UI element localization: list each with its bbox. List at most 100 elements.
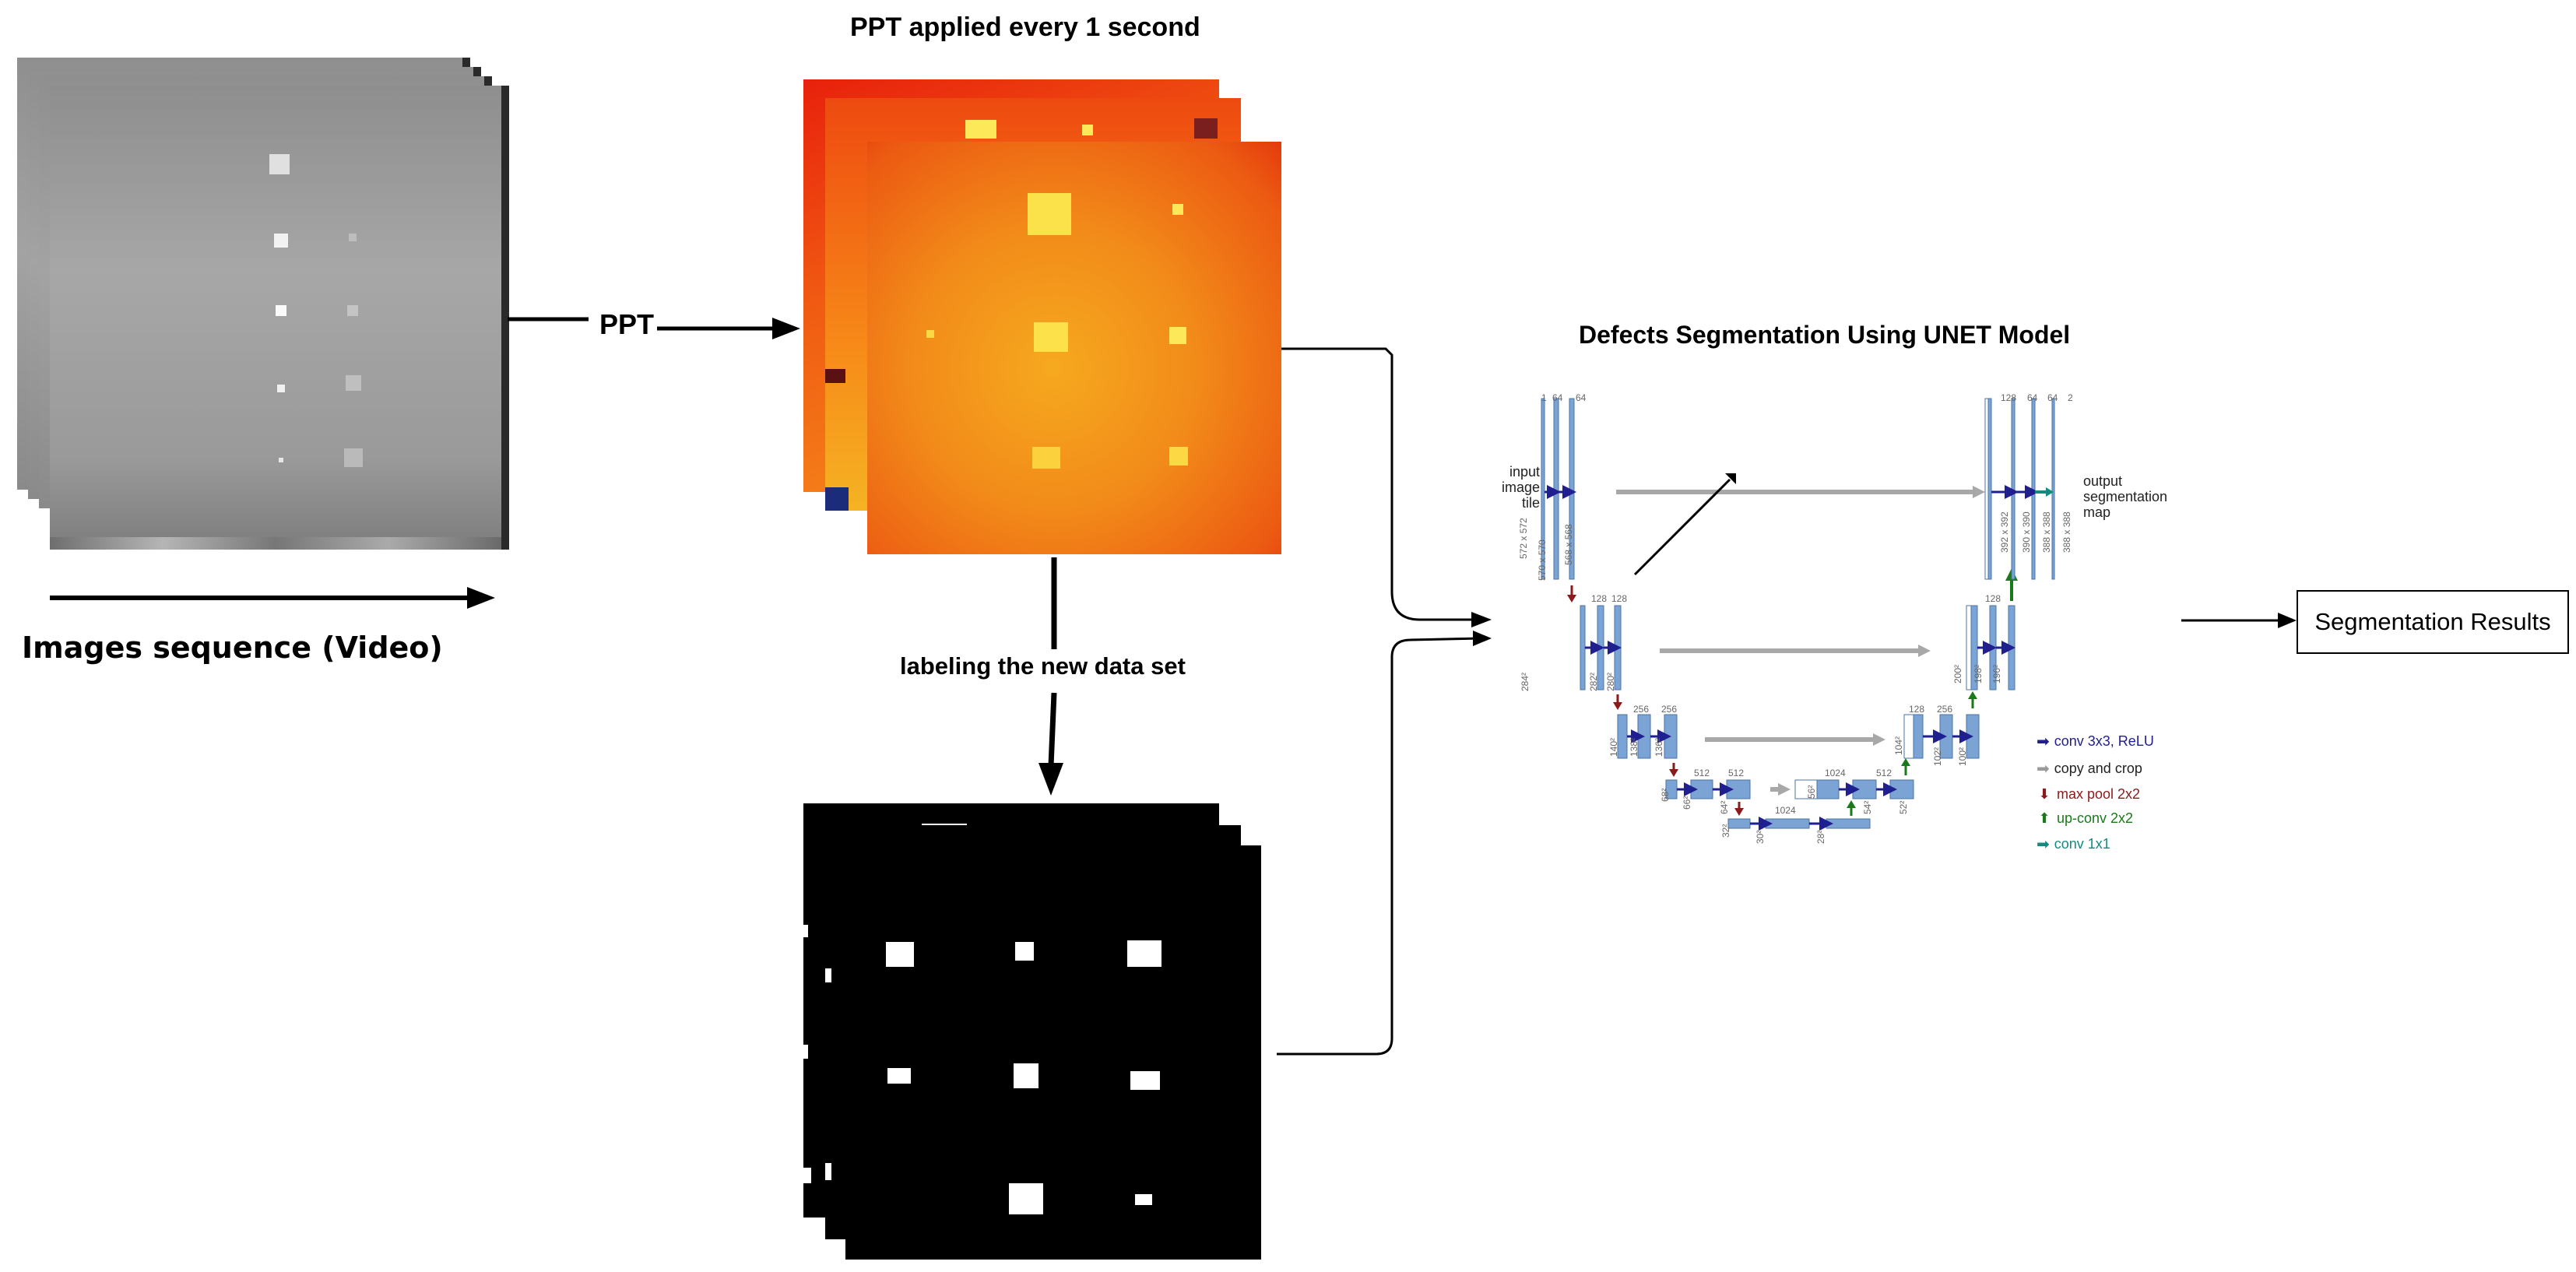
mask-defect — [1009, 1183, 1043, 1214]
hot-spot — [346, 375, 361, 391]
maxpool-arrow-icon: ⬇ — [2038, 786, 2051, 802]
video-frame — [50, 86, 509, 550]
hot-spot — [1028, 193, 1071, 235]
mask-defect — [803, 1045, 808, 1059]
unet-channel-label: 1024 — [1825, 768, 1846, 778]
labeling-label: labeling the new data set — [900, 652, 1186, 680]
hot-spot — [965, 120, 996, 139]
ppt-frame — [867, 142, 1281, 554]
legend-label: conv 3x3, ReLU — [2054, 733, 2154, 749]
unet-title: Defects Segmentation Using UNET Model — [1579, 321, 2071, 349]
mask-defect — [1015, 942, 1034, 961]
mask-defect — [1127, 940, 1161, 967]
unet-size-label: 198² — [1973, 664, 1984, 683]
hot-spot — [274, 234, 288, 248]
hot-spot — [1032, 447, 1060, 469]
unet-channel-label: 256 — [1661, 704, 1678, 715]
legend-label: up-conv 2x2 — [2057, 810, 2134, 826]
unet-channel-label: 64 — [1576, 392, 1587, 403]
hot-spot — [1194, 118, 1218, 139]
ppt-arrow-label: PPT — [596, 308, 658, 341]
unet-size-label: 196² — [1991, 664, 2002, 683]
unet-size-label: 280² — [1605, 672, 1616, 691]
legend-label: max pool 2x2 — [2057, 786, 2141, 802]
legend-label: copy and crop — [2054, 761, 2142, 776]
hot-spot — [347, 305, 358, 316]
unet-size-label: 392 x 392 — [1999, 511, 2010, 553]
hot-spot — [279, 458, 283, 462]
unet-size-label: 284² — [1520, 672, 1530, 691]
connector-lines — [1277, 347, 1492, 1056]
unet-size-label: 138² — [1629, 737, 1639, 757]
unet-channel-label: 64 — [1552, 392, 1563, 403]
legend-label: conv 1x1 — [2054, 836, 2110, 852]
mask-defect — [825, 1163, 831, 1180]
unet-output-label: output segmentation map — [2083, 473, 2168, 520]
unet-size-label: 102² — [1932, 747, 1943, 766]
time-arrow — [50, 587, 495, 609]
unet-size-label: 64² — [1719, 800, 1730, 814]
unet-size-label: 388 x 388 — [2061, 511, 2072, 553]
unet-channel-label: 512 — [1876, 768, 1892, 778]
mask-defect — [803, 1168, 811, 1183]
hot-spot — [344, 448, 363, 467]
unet-channel-label: 256 — [1633, 704, 1650, 715]
hot-spot — [926, 330, 934, 338]
unet-size-label: 568 x 568 — [1563, 524, 1574, 565]
mask-defect — [886, 942, 914, 967]
conv1x1-arrow-icon: ➡ — [2037, 836, 2050, 853]
hot-spot — [1169, 447, 1188, 466]
unet-size-label: 388 x 388 — [2041, 511, 2052, 553]
unet-channel-label: 128 — [2001, 392, 2017, 403]
unet-channel-label: 64 — [2047, 392, 2058, 403]
unet-size-label: 54² — [1862, 800, 1873, 814]
unet-size-label: 136² — [1653, 737, 1664, 757]
unet-channel-label: 2 — [2068, 392, 2073, 403]
unet-size-label: 104² — [1893, 736, 1904, 755]
mask-defect — [887, 1068, 911, 1084]
hot-spot — [269, 154, 290, 174]
hot-spot — [349, 234, 357, 241]
ppt-arrow — [508, 317, 800, 339]
unet-size-label: 68² — [1660, 788, 1671, 802]
unet-channel-label: 512 — [1694, 768, 1710, 778]
mask-defect — [1135, 1194, 1152, 1205]
unet-size-label: 570 x 570 — [1537, 539, 1548, 581]
copy-arrow-icon: ➡ — [2037, 761, 2050, 778]
unet-channel-label: 512 — [1728, 768, 1745, 778]
unet-channel-label: 128 — [1611, 593, 1628, 604]
hot-spot — [1034, 322, 1068, 352]
unet-size-label: 390 x 390 — [2021, 511, 2032, 553]
unet-size-label: 52² — [1898, 800, 1909, 814]
legend-item: ➡ conv 1x1 — [2037, 835, 2154, 854]
unet-size-label: 66² — [1682, 796, 1692, 810]
legend-item: ⬇ max pool 2x2 — [2037, 786, 2154, 803]
unet-channel-label: 64 — [2027, 392, 2038, 403]
legend-item: ➡ conv 3x3, ReLU — [2037, 732, 2154, 751]
legend-item: ➡ copy and crop — [2037, 759, 2154, 778]
unet-channel-label: 1024 — [1775, 805, 1796, 816]
frame-bottom-strip — [50, 537, 501, 550]
unet-size-label: 100² — [1957, 747, 1968, 766]
labeling-arrow — [1038, 557, 1063, 796]
unet-size-label: 32² — [1720, 824, 1731, 838]
mask-defect — [1014, 1063, 1038, 1088]
unet-channel-label: 128 — [1909, 704, 1925, 715]
legend-item: ⬆ up-conv 2x2 — [2037, 810, 2154, 827]
unet-size-label: 572 x 572 — [1518, 518, 1529, 559]
unet-size-label: 28² — [1815, 830, 1826, 844]
unet-channel-label: 128 — [1591, 593, 1608, 604]
mask-frame — [803, 845, 1261, 1260]
unet-channel-label: 256 — [1937, 704, 1953, 715]
hot-spot — [1169, 327, 1186, 344]
upconv-arrow-icon: ⬆ — [2038, 810, 2051, 826]
unet-size-label: 30² — [1755, 830, 1766, 844]
hot-spot — [1172, 204, 1183, 215]
unet-channel-label: 1 — [1541, 392, 1547, 403]
unet-legend: ➡ conv 3x3, ReLU ➡ copy and crop ⬇ max p… — [2037, 732, 2154, 854]
mask-defect — [1130, 1071, 1160, 1090]
unet-channel-label: 128 — [1985, 593, 2001, 604]
unet-diagram — [1541, 398, 2055, 831]
mask-defect — [825, 968, 831, 982]
conv-arrow-icon: ➡ — [2037, 733, 2050, 750]
